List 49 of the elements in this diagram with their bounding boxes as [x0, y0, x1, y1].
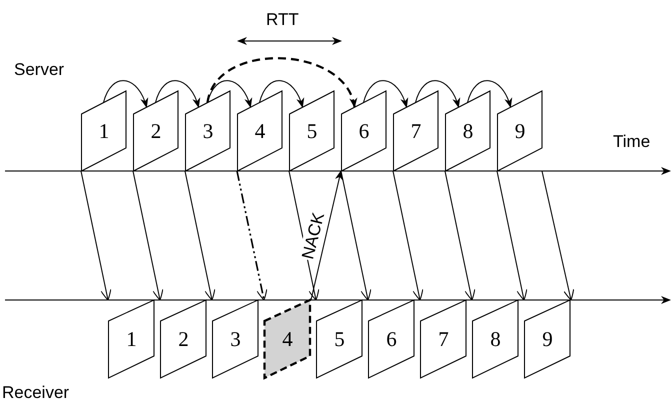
frame-number: 9: [541, 327, 554, 351]
lane-label: Receiver: [2, 383, 70, 403]
frame-number: 3: [229, 327, 242, 351]
arrow: [415, 80, 460, 108]
frame-number: 9: [514, 119, 526, 143]
arrow: [207, 80, 252, 108]
frame-number: 2: [150, 119, 162, 143]
axis-label: Time: [613, 132, 650, 152]
frame-number: 6: [358, 119, 370, 143]
frame-number: 5: [306, 119, 318, 143]
frame-box: [472, 299, 519, 379]
frame-number: 8: [462, 119, 474, 143]
frame-box: [341, 90, 387, 172]
arrow: [206, 57, 356, 108]
frame-number: 1: [98, 119, 110, 143]
frame-box: [212, 299, 259, 379]
frame-box: [420, 299, 467, 379]
frame-number: 7: [410, 119, 422, 143]
arrow: [467, 80, 512, 108]
frame-number: 4: [281, 327, 294, 351]
frame-number: 1: [125, 327, 138, 351]
frame-box: [185, 90, 231, 172]
frame-number: 7: [437, 327, 450, 351]
arrow: [103, 80, 148, 108]
frame-number: 8: [489, 327, 502, 351]
arrow: [363, 80, 408, 108]
frame-number: 2: [177, 327, 190, 351]
lane-label: Server: [14, 60, 64, 80]
frame-number: 3: [202, 119, 214, 143]
frame-box: [81, 90, 127, 172]
frame-box: [497, 90, 543, 172]
frame-box: [108, 299, 155, 379]
frame-box: [393, 90, 439, 172]
frame-box: [289, 90, 335, 172]
frame-box: [264, 299, 311, 379]
arrow: [155, 80, 200, 108]
frame-box: [160, 299, 207, 379]
frame-number: 5: [333, 327, 346, 351]
frame-box: [445, 90, 491, 172]
dimension-label: RTT: [266, 10, 299, 30]
arrow: [310, 170, 343, 300]
frame-number: 4: [254, 119, 266, 143]
frame-box: [316, 299, 363, 379]
arrow: [259, 80, 304, 108]
frame-box: [524, 299, 571, 379]
frame-box: [237, 90, 283, 172]
frame-box: [133, 90, 179, 172]
frame-box: [368, 299, 415, 379]
frame-number: 6: [385, 327, 398, 351]
